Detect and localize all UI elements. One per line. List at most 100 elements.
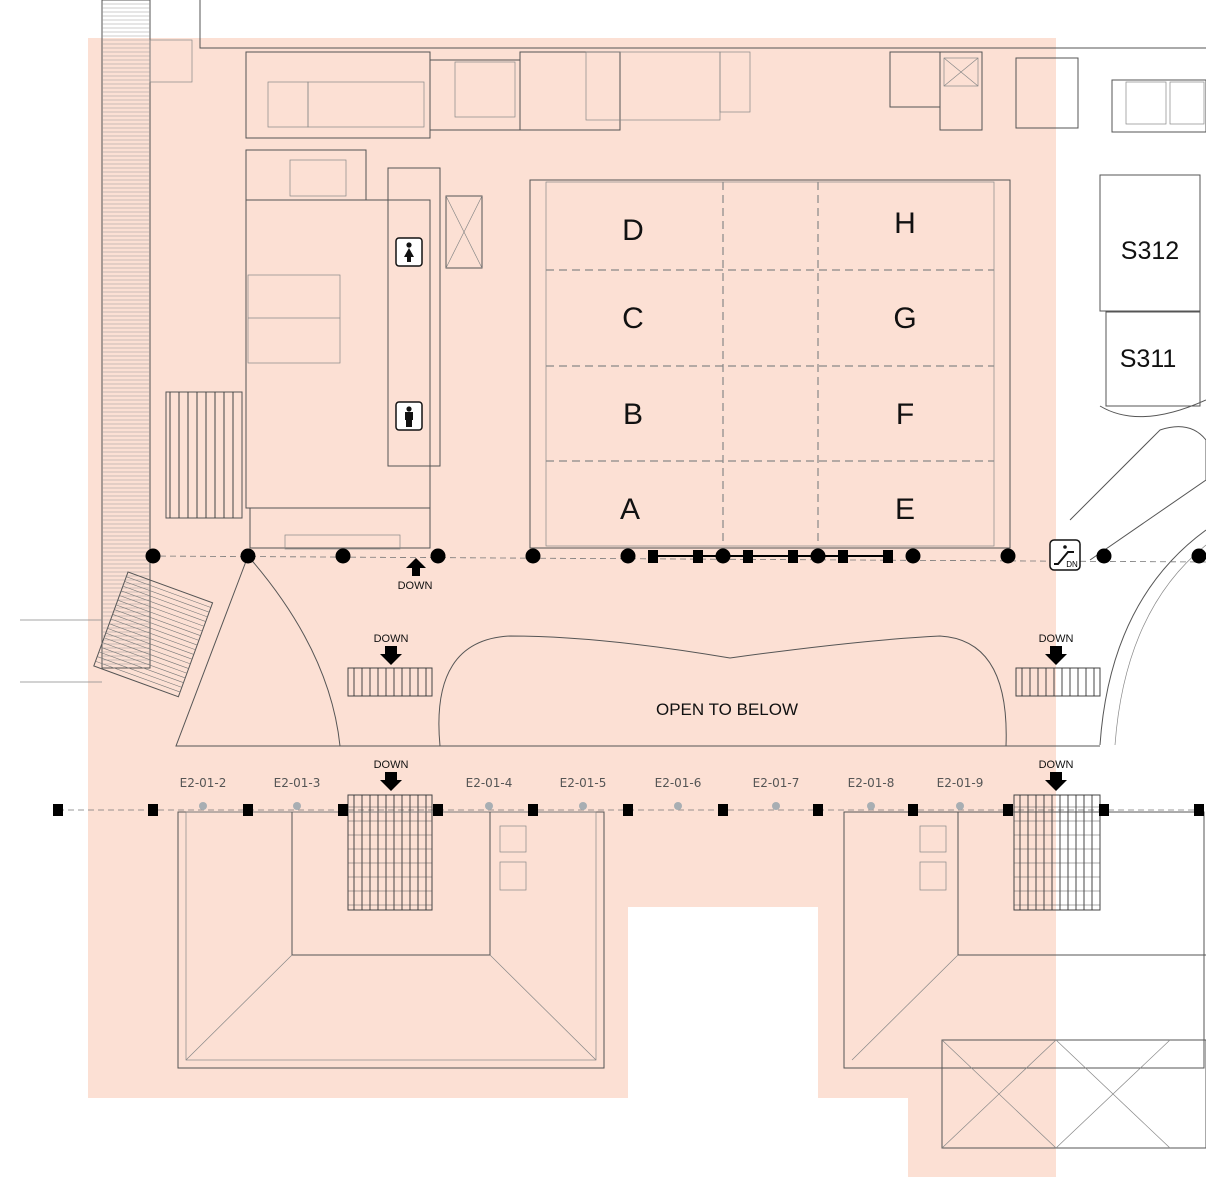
stair-step: [115, 604, 201, 636]
column: [1096, 548, 1112, 564]
stair-step: [109, 623, 194, 655]
stair-step: [121, 590, 206, 622]
stair-step: [102, 642, 188, 674]
stair-step: [122, 585, 208, 618]
room-b-label: B: [623, 398, 643, 431]
room-e-label: E: [895, 493, 915, 526]
stair-step: [97, 656, 182, 688]
column: [1191, 548, 1206, 564]
outer-wall: [199, 0, 1206, 49]
mens-restroom-icon: [395, 401, 423, 431]
triangle-wall: [247, 555, 341, 747]
bay-label: E2-01-2: [180, 776, 227, 790]
escalator-down-icon[interactable]: DN: [1049, 539, 1081, 571]
column: [433, 804, 443, 816]
bay-label: E2-01-5: [560, 776, 607, 790]
down-label: DOWN: [398, 580, 433, 592]
column: [718, 804, 728, 816]
bay-marker: [579, 802, 587, 810]
escalator: [1013, 794, 1101, 911]
bay-label: E2-01-6: [655, 776, 702, 790]
room-s312-label: S312: [1121, 237, 1179, 265]
escalator: [347, 667, 433, 697]
column: [338, 804, 348, 816]
column: [620, 548, 636, 564]
down-arrow-icon: [1045, 646, 1067, 665]
column: [525, 548, 541, 564]
down-label: DOWN: [1039, 633, 1074, 645]
escalator: [1015, 667, 1101, 697]
down-arrow-icon: [380, 772, 402, 791]
left-stairs: [165, 391, 243, 519]
column: [240, 548, 256, 564]
stair-step: [124, 581, 210, 613]
column: [1000, 548, 1016, 564]
ballroom: [529, 179, 1011, 549]
stair-step: [100, 646, 186, 679]
down-label: DOWN: [374, 633, 409, 645]
open-to-below-outline: [438, 635, 1007, 747]
room-h-label: H: [894, 207, 916, 240]
stair-step: [110, 618, 196, 651]
room-f-label: F: [896, 398, 914, 431]
bay-marker: [199, 802, 207, 810]
escalators: [347, 667, 1101, 911]
bay-marker: [674, 802, 682, 810]
stair-step: [117, 599, 203, 632]
room-s311-label: S311: [1120, 345, 1177, 373]
bay-label: E2-01-8: [848, 776, 895, 790]
column: [1099, 804, 1109, 816]
column: [528, 804, 538, 816]
lower-structures: [20, 619, 1206, 1149]
bay-marker: [485, 802, 493, 810]
column: [1003, 804, 1013, 816]
bay-label: E2-01-3: [274, 776, 321, 790]
open-to-below-label: OPEN TO BELOW: [656, 700, 798, 719]
column: [53, 804, 63, 816]
restroom-block: [245, 167, 483, 550]
column: [145, 548, 161, 564]
stair-step: [95, 660, 181, 693]
bay-label: E2-01-9: [937, 776, 984, 790]
column: [148, 804, 158, 816]
column: [430, 548, 446, 564]
bay-label: E2-01-4: [466, 776, 513, 790]
stair-step: [126, 576, 211, 608]
room-g-label: G: [893, 302, 916, 335]
bay-marker: [772, 802, 780, 810]
down-arrow-up-icon: [406, 558, 426, 576]
stair-step: [103, 637, 189, 669]
stair-step: [112, 614, 198, 646]
down-arrow-icon: [1045, 772, 1067, 791]
service-rooms: [149, 39, 1206, 201]
right-rooms: [1069, 174, 1206, 746]
column: [905, 548, 921, 564]
left-ramp: [101, 0, 151, 669]
down-arrow-icon: [380, 646, 402, 665]
column: [623, 804, 633, 816]
bay-marker: [867, 802, 875, 810]
column: [243, 804, 253, 816]
escalator-icon-text: DN: [1066, 560, 1078, 569]
down-label: DOWN: [374, 759, 409, 771]
stair-step: [114, 609, 199, 641]
escalator: [347, 794, 433, 911]
bay-marker: [293, 802, 301, 810]
column: [908, 804, 918, 816]
stair-step: [107, 628, 193, 660]
room-c-label: C: [622, 302, 644, 335]
highlighted-zone[interactable]: [88, 38, 1056, 1177]
angled-stair: [93, 571, 214, 698]
column: [335, 548, 351, 564]
column-grid-line: [149, 555, 1206, 563]
stair-step: [98, 651, 184, 683]
bay-label: E2-01-7: [753, 776, 800, 790]
balcony-rail: [175, 555, 1100, 747]
down-label: DOWN: [1039, 759, 1074, 771]
stair-step: [105, 632, 191, 665]
structural-columns: [53, 548, 1206, 816]
bay-marker: [956, 802, 964, 810]
column: [813, 804, 823, 816]
column: [1194, 804, 1204, 816]
